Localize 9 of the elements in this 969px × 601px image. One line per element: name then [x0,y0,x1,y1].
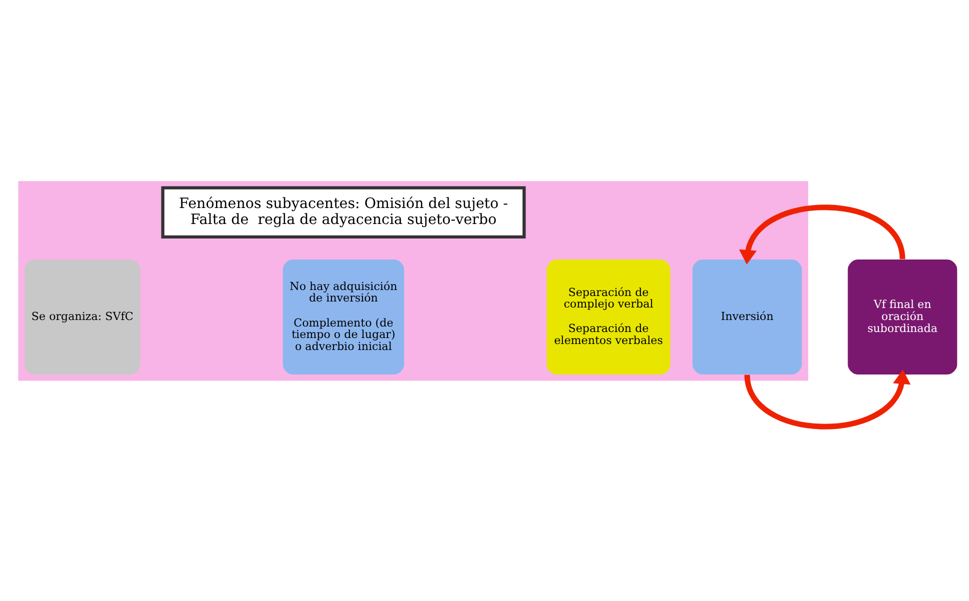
node-box: Separación de complejo verbal Separación de elementos verbales [546,259,670,374]
cluster [18,180,808,380]
arrow [739,204,906,264]
node-box: Vf final en oración subordinada [848,259,958,374]
node-box: No hay adquisición de inversión Complemento (de tiempo o de lugar) o adverbio inicial [282,259,404,374]
node-box: Fenómenos subyacentes: Omisión del sujeto - Falta de regla de adyacencia sujeto-verbo [161,186,526,238]
node-box: Se organiza: SVfC [24,259,140,374]
arrow [744,369,911,429]
node-box: Inversión [692,259,802,374]
